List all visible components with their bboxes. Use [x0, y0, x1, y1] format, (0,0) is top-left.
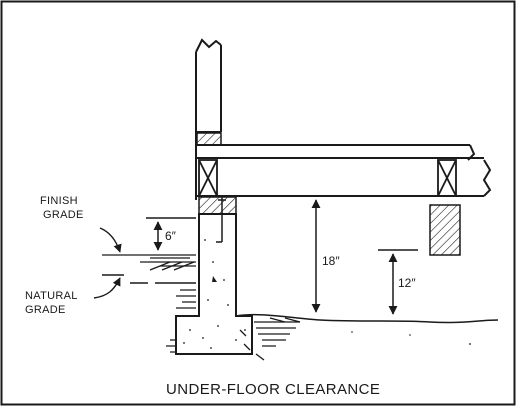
natural-grade-line	[102, 274, 196, 284]
anchor-bolt	[216, 196, 226, 243]
floor-band	[196, 144, 492, 197]
floor-joist	[437, 159, 457, 197]
wall-plate	[196, 132, 222, 146]
ground-speckle	[351, 331, 471, 345]
dimension-18-inch: 18″	[322, 254, 340, 268]
finish-grade-leader	[99, 227, 122, 253]
crawlspace-ground	[235, 313, 499, 324]
natural-grade-label-line1: NATURAL	[25, 290, 78, 302]
rim-joist	[198, 159, 218, 197]
dimension-6-inch: 6″	[165, 229, 176, 243]
foundation	[175, 213, 253, 355]
dim-12-marks	[378, 249, 418, 315]
natural-grade-leader	[93, 277, 121, 299]
stud-wall	[195, 38, 222, 200]
right-soil-hatch	[239, 317, 301, 361]
finish-grade-label-line2: GRADE	[43, 209, 84, 221]
sill-plate	[198, 196, 237, 215]
girder-beam	[429, 204, 461, 256]
finish-grade-soil	[102, 254, 196, 271]
natural-grade-label-line2: GRADE	[25, 304, 66, 316]
concrete-speckle	[183, 239, 246, 349]
finish-grade-label-line1: FINISH	[40, 195, 78, 207]
left-soil-hatch	[166, 289, 196, 353]
dim-6-marks	[146, 217, 196, 251]
diagram-caption: UNDER-FLOOR CLEARANCE	[166, 381, 381, 398]
dimension-12-inch: 12″	[398, 276, 416, 290]
